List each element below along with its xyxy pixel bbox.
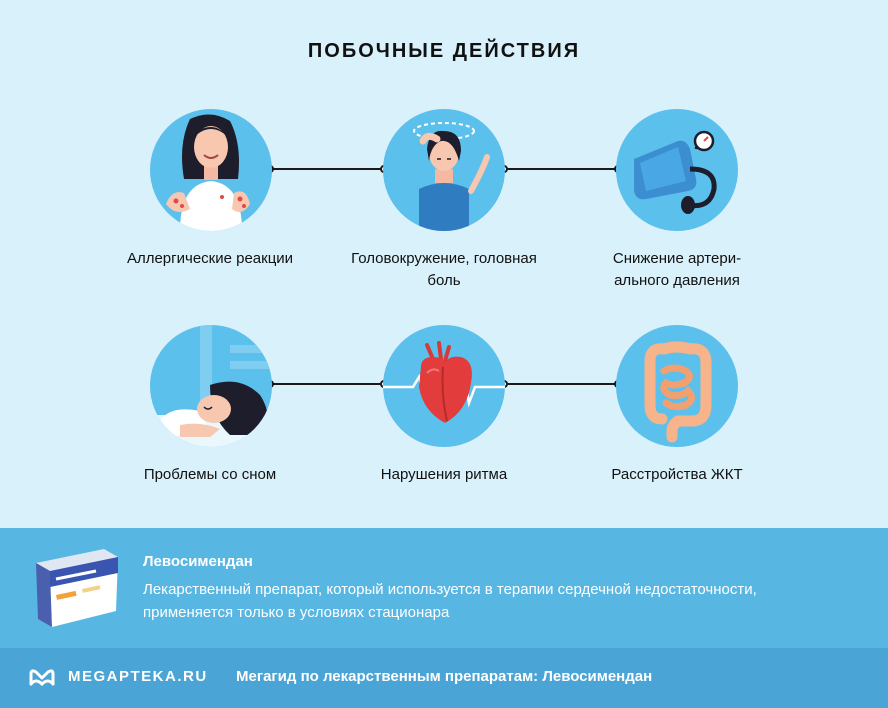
medicine-box-icon bbox=[26, 543, 126, 638]
connector-row2-a bbox=[270, 383, 384, 385]
dizzy-woman-icon bbox=[383, 109, 505, 231]
page-title: ПОБОЧНЫЕ ДЕЙСТВИЯ bbox=[307, 40, 581, 62]
connector-row1-a bbox=[270, 168, 384, 170]
effect-label-gi: Расстройства ЖКТ bbox=[611, 466, 743, 483]
brand-link[interactable]: MEGAPTEKA.RU bbox=[68, 668, 208, 685]
drug-description: Лекарственный препарат, который использу… bbox=[143, 581, 757, 621]
effect-label-sleep: Проблемы со сном bbox=[143, 466, 277, 483]
intestines-icon bbox=[616, 325, 738, 447]
drug-info-band bbox=[0, 528, 888, 648]
woman-allergy-icon bbox=[150, 109, 272, 231]
connector-row2-b bbox=[504, 383, 618, 385]
effect-label-arrhythmia: Нарушения ритма bbox=[380, 466, 508, 483]
sleeping-woman-icon bbox=[150, 325, 272, 447]
effect-label-allergy: Аллергические реакции bbox=[126, 250, 294, 267]
effect-label-dizziness: Головокружение, головная боль bbox=[351, 250, 537, 289]
drug-name: Левосимендан bbox=[143, 553, 253, 570]
footer-bar bbox=[0, 648, 888, 708]
megapteka-logo-icon bbox=[28, 666, 56, 693]
blood-pressure-monitor-icon bbox=[616, 109, 738, 231]
footer-caption: Мегагид по лекарственным препаратам: Лев… bbox=[236, 668, 653, 685]
heart-ecg-icon bbox=[383, 325, 505, 447]
connector-row1-b bbox=[504, 168, 618, 170]
effect-label-hypotension: Снижение артери-ального давления bbox=[612, 250, 742, 289]
